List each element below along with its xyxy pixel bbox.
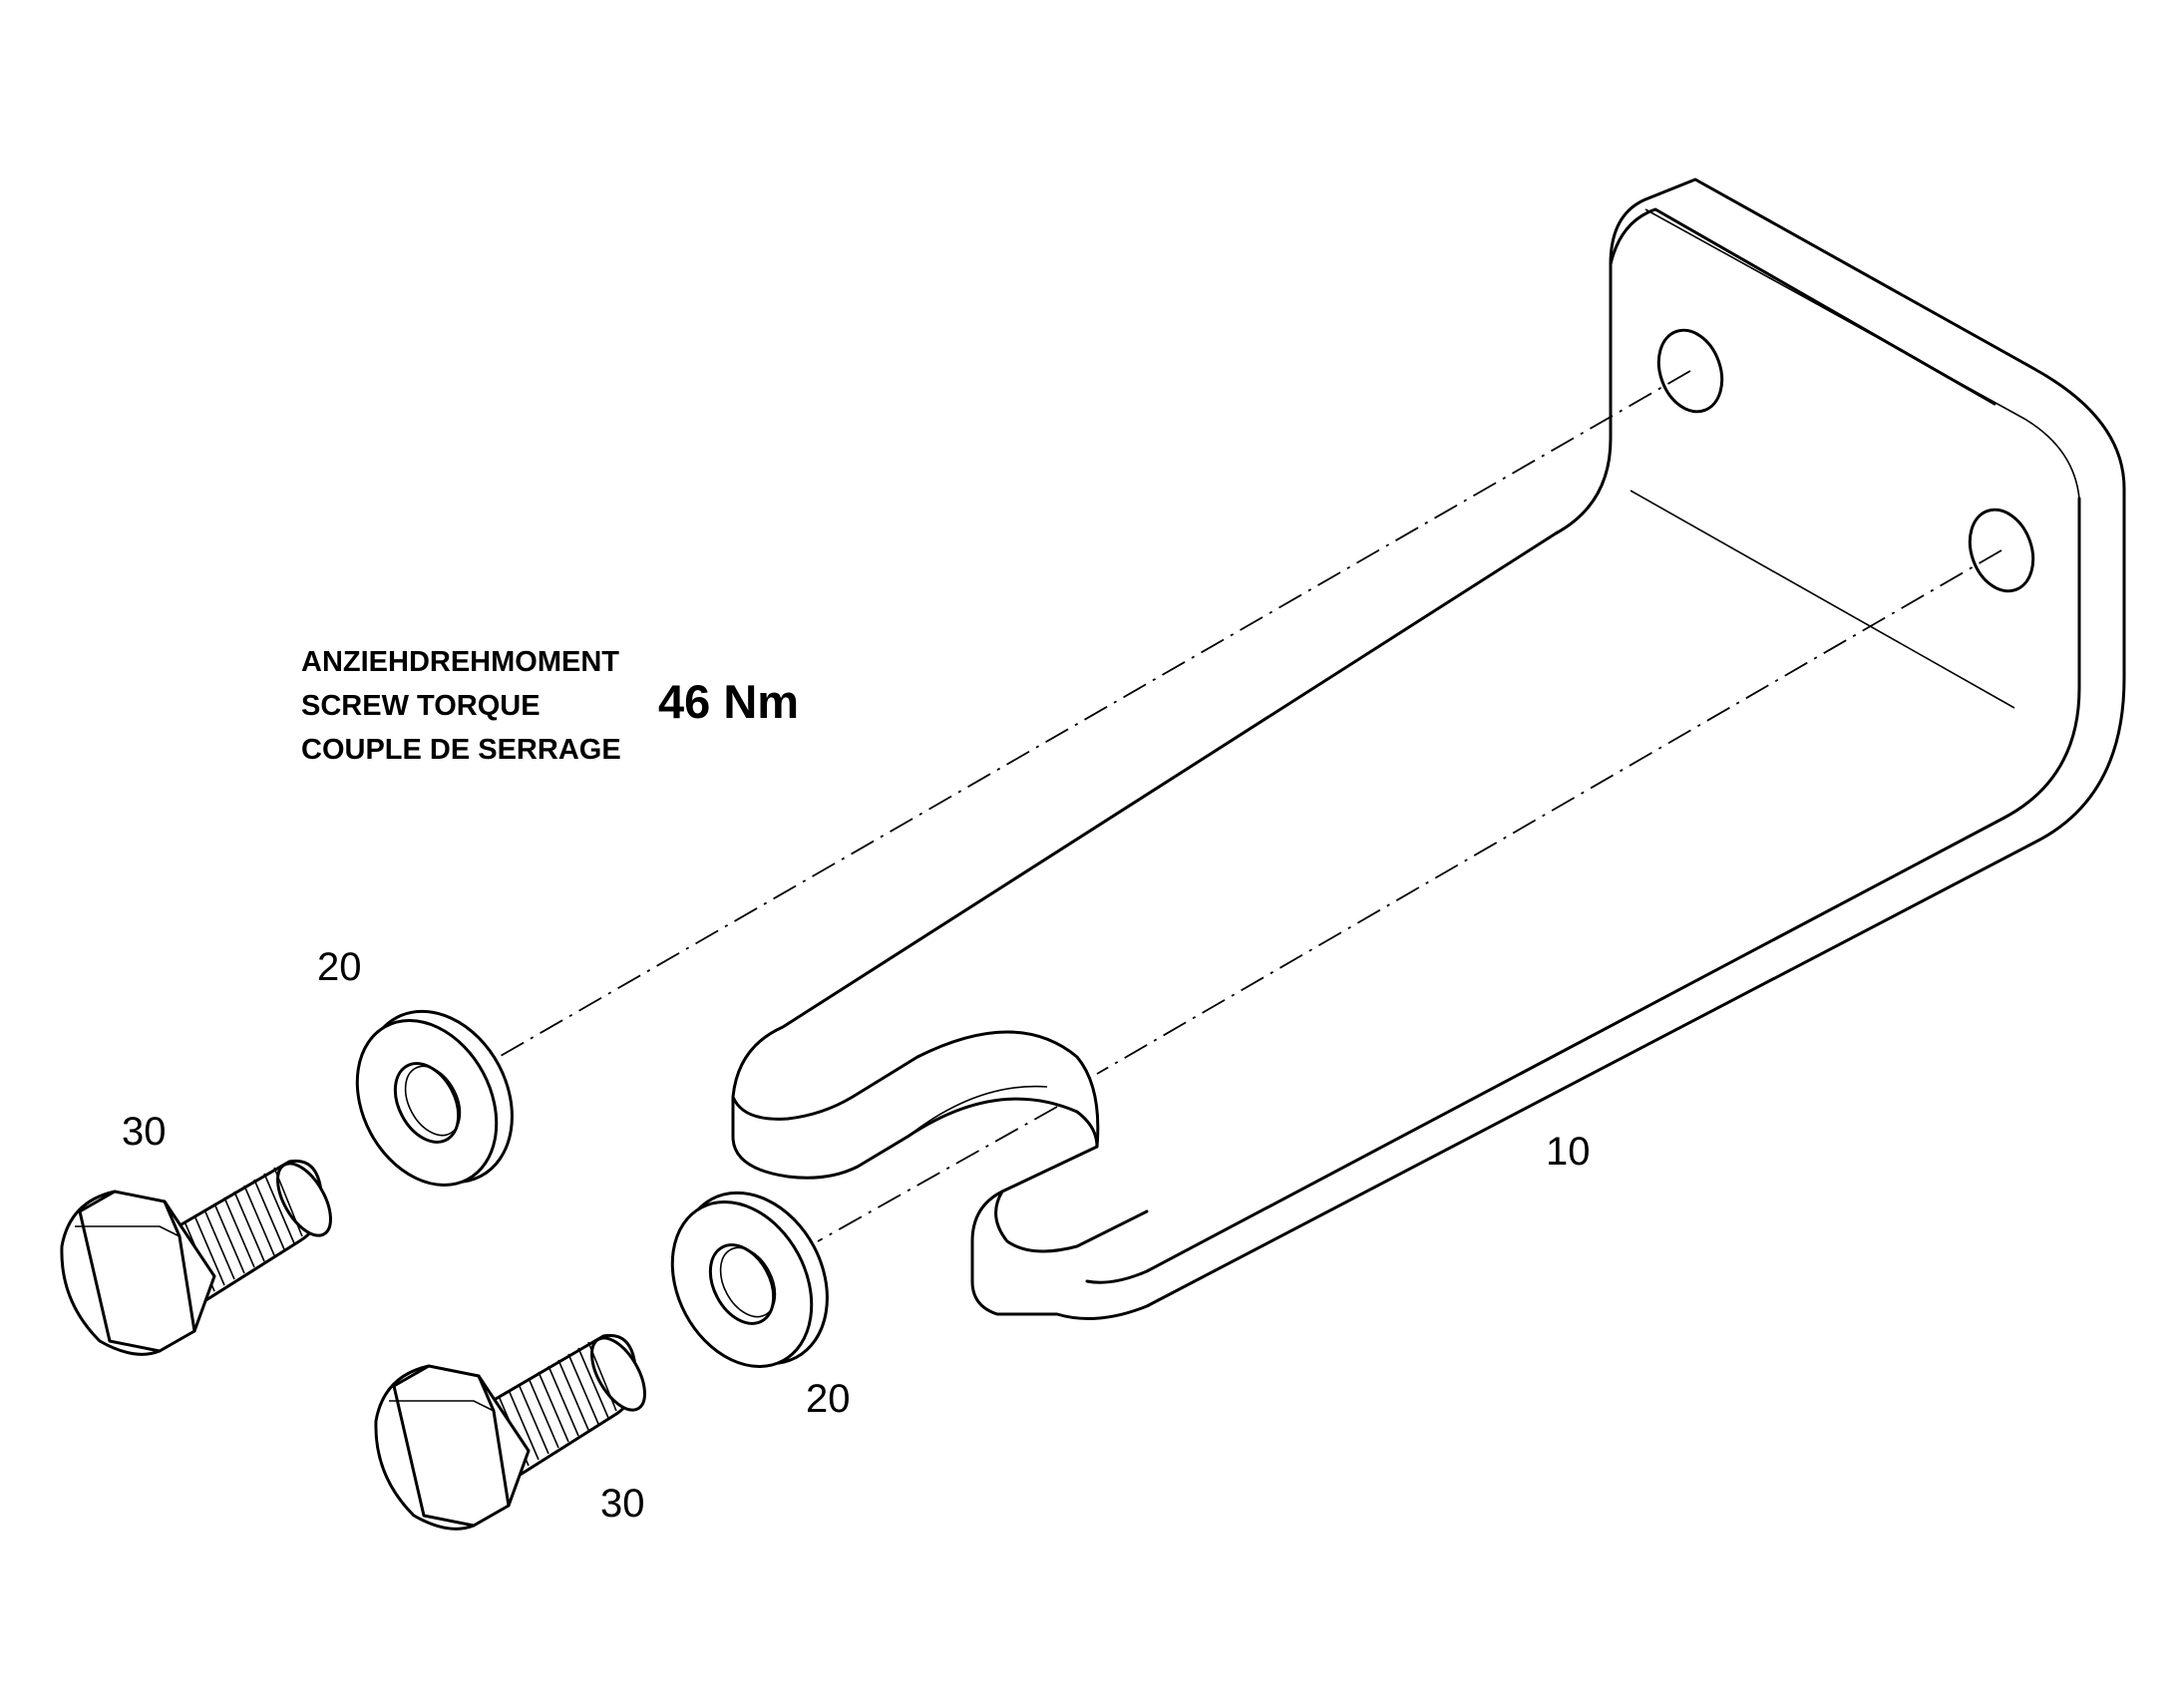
callout-bolt-lower: 30 — [600, 1482, 645, 1526]
callout-washer-upper: 20 — [317, 945, 362, 989]
callout-bolt-upper: 30 — [122, 1110, 167, 1154]
torque-label-english: SCREW TORQUE — [301, 690, 541, 722]
torque-label-french: COUPLE DE SERRAGE — [301, 734, 621, 766]
callout-washer-lower: 20 — [806, 1377, 851, 1421]
torque-value: 46 Nm — [658, 675, 800, 728]
hex-bolt-lower — [374, 1333, 646, 1531]
callout-bracket: 10 — [1546, 1130, 1591, 1174]
angle-bracket-part — [731, 177, 2126, 1320]
center-lines — [493, 370, 2002, 1242]
washer-upper — [355, 1009, 514, 1187]
torque-label-german: ANZIEHDREHMOMENT — [301, 646, 619, 678]
hex-bolt-upper — [60, 1159, 332, 1356]
washer-lower — [670, 1191, 829, 1368]
